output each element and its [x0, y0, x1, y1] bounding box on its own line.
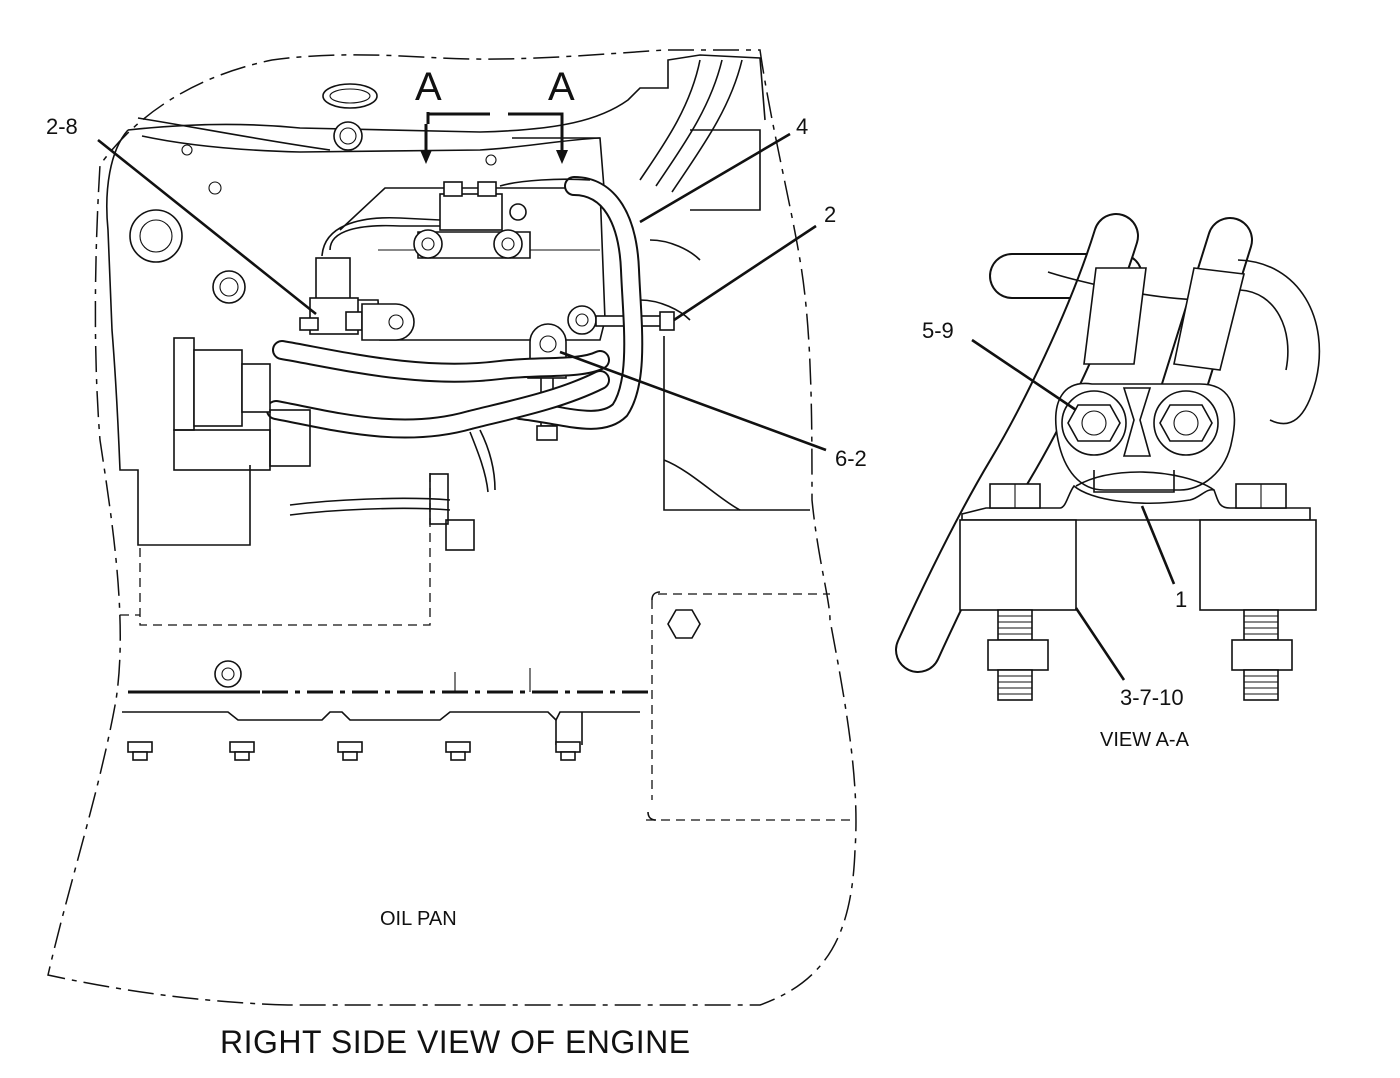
relay-bolt-inner — [421, 237, 435, 251]
left-bolt-small-inner — [219, 277, 239, 297]
view-a-a-caption: VIEW A-A — [1100, 729, 1190, 751]
leader-1 — [1140, 505, 1176, 585]
top-oval-slot-inner — [329, 88, 371, 104]
relay-bolt — [413, 229, 443, 259]
mount-lower-nut-right — [1231, 639, 1293, 671]
leader-5-9 — [971, 338, 1077, 412]
left-component-flange — [173, 337, 195, 431]
plate-curve — [1075, 471, 1215, 491]
left-component-base — [269, 409, 311, 467]
cable-loop — [1239, 289, 1289, 371]
engine-block-edge — [106, 129, 251, 546]
left-hole — [485, 154, 497, 166]
engine-block-top — [127, 54, 766, 133]
section-marker-a-a: A A — [415, 65, 575, 164]
callout-2-8: 2-8 — [46, 114, 78, 139]
right-upper-housing — [690, 129, 761, 211]
wiring-harness — [266, 59, 743, 516]
mount-stud-end-left — [997, 669, 1033, 701]
main-view-title: RIGHT SIDE VIEW OF ENGINE — [220, 1024, 691, 1060]
connector-bracket-hole — [388, 314, 404, 330]
callout-1: 1 — [1175, 587, 1187, 612]
connector-body — [315, 257, 351, 301]
lug-notch — [1122, 387, 1152, 457]
terminal-sleeve-left — [1083, 267, 1147, 365]
lower-clip — [429, 473, 449, 525]
callout-2: 2 — [824, 202, 836, 227]
lower-phantom — [120, 470, 431, 626]
relay-bolt — [493, 229, 523, 259]
relay-side-stud — [509, 203, 527, 221]
section-letter-left: A — [415, 65, 442, 109]
plate-base — [1093, 470, 1175, 493]
top-oval-slot — [322, 83, 378, 109]
relay-block — [439, 193, 503, 231]
top-bolt — [333, 121, 363, 151]
view-a-a-detail: 5-9 1 3-7-10 VIEW A-A — [895, 213, 1321, 751]
callout-4: 4 — [796, 114, 808, 139]
bracket-plate-upper — [512, 137, 605, 189]
cover-plate-edge — [647, 591, 661, 821]
right-side-engine-view: A A 2-8 4 2 6-2 OIL PAN — [46, 49, 867, 1006]
lug-nut-left — [1067, 404, 1121, 442]
connector-clip — [345, 311, 363, 331]
mount-lower-nut-left — [987, 639, 1049, 671]
section-letter-right: A — [548, 65, 575, 109]
left-hole — [208, 181, 222, 195]
left-hole — [181, 144, 193, 156]
oil-pan-flange — [122, 711, 640, 722]
rail-bolt — [214, 660, 242, 688]
lower-clip — [445, 519, 475, 551]
cable-loop — [1237, 259, 1321, 425]
right-cover — [663, 336, 810, 511]
relay-terminal — [477, 181, 497, 197]
bolt-2-head — [659, 311, 675, 331]
oil-pan-cover — [646, 593, 856, 821]
mount-stud-end-right — [1243, 669, 1279, 701]
top-bolt-inner — [339, 127, 357, 145]
left-component-body — [193, 349, 243, 427]
leader-3-7-10 — [1074, 607, 1126, 681]
callout-6-2: 6-2 — [835, 446, 867, 471]
cover-bolt — [667, 609, 701, 639]
connector-clip — [299, 317, 319, 331]
right-cover-edge — [663, 459, 741, 511]
bolt-2-ring — [567, 305, 597, 335]
lug-nut-right — [1159, 404, 1213, 442]
ground-ring-hole — [539, 335, 557, 353]
callout-5-9: 5-9 — [922, 318, 954, 343]
relay-bolt-inner — [501, 237, 515, 251]
mount-stud-right — [1243, 609, 1279, 641]
left-component-lower — [173, 429, 271, 471]
block-line — [141, 135, 601, 153]
leader-2 — [673, 224, 817, 322]
left-bolt-large-inner — [139, 219, 173, 253]
leader-2-8 — [97, 138, 317, 316]
block-line — [137, 117, 331, 151]
mounting-plate — [961, 484, 1311, 521]
rail-bolt-inner — [221, 667, 235, 681]
leader-4 — [639, 132, 791, 224]
isolator-mount-left — [959, 519, 1077, 611]
callout-3-7-10: 3-7-10 — [1120, 685, 1184, 710]
rail-tick — [454, 668, 531, 692]
mount-stud-left — [997, 609, 1033, 641]
terminal-sleeve-right — [1173, 267, 1245, 371]
oil-pan-label: OIL PAN — [380, 908, 457, 930]
ground-bolt-head — [536, 425, 558, 441]
oil-pan-bolts — [127, 741, 581, 761]
relay-terminal — [443, 181, 463, 197]
left-bolt-large — [129, 209, 183, 263]
leader-6-2 — [559, 350, 827, 452]
connector-bracket — [361, 303, 415, 341]
left-component-cap — [241, 363, 271, 413]
oil-pan-flange-low — [555, 712, 583, 745]
engine-outline — [47, 49, 857, 1006]
isolator-mount-right — [1199, 519, 1317, 611]
bolt-2-ring-inner — [575, 313, 589, 327]
left-bolt-small — [212, 270, 246, 304]
